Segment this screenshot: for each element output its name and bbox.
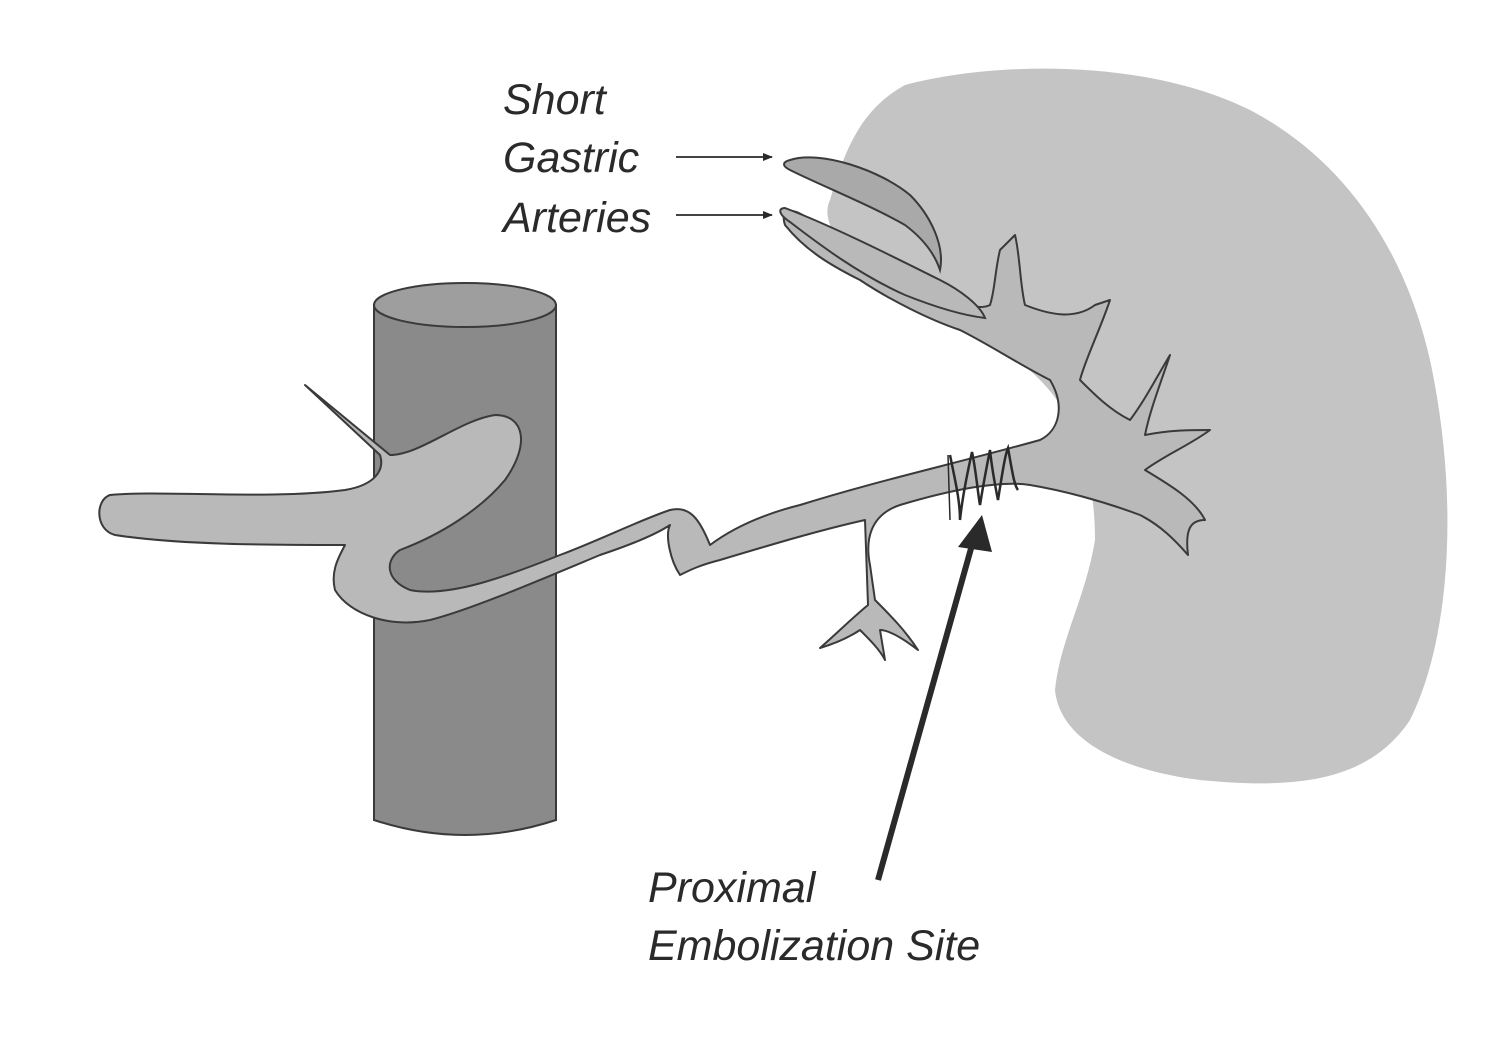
- splenic-artery: [98, 210, 1211, 661]
- short-gastric-label-line1: Short: [503, 76, 608, 124]
- short-gastric-label-line2: Gastric: [503, 134, 640, 182]
- aorta: [373, 282, 557, 836]
- embolization-label-line2: Embolization Site: [648, 922, 980, 970]
- short-gastric-artery-upper: [783, 156, 942, 274]
- short-gastric-label-line3: Arteries: [500, 194, 651, 242]
- short-gastric-artery-lower: [779, 206, 987, 320]
- embolization-coil: [947, 443, 1020, 521]
- embolization-arrow: [875, 515, 992, 881]
- embolization-label-line1: Proximal: [648, 864, 817, 912]
